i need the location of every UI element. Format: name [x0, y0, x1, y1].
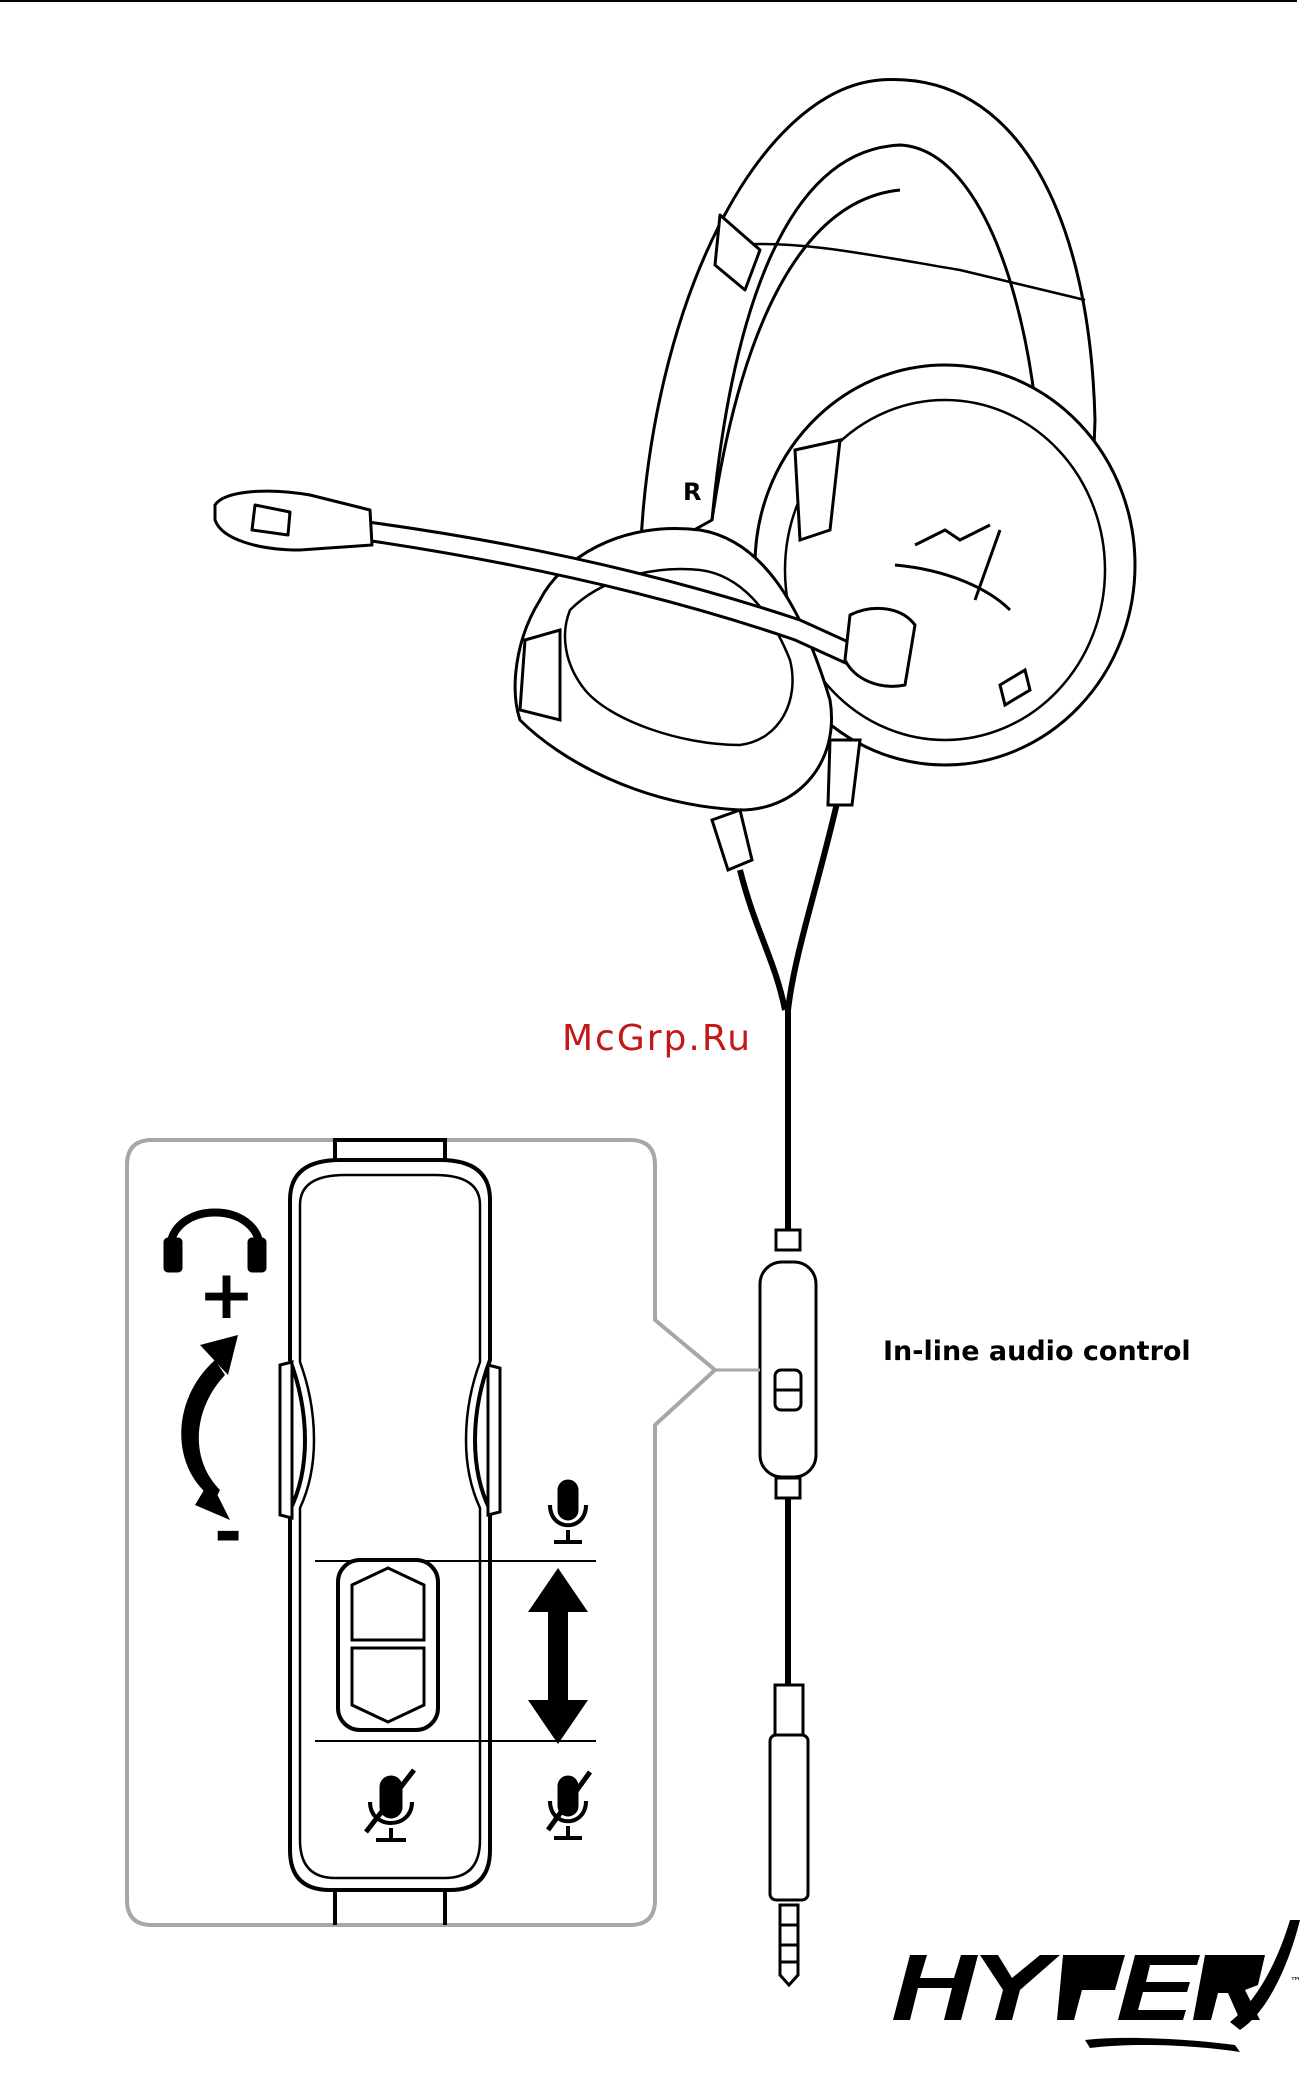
trademark-symbol: ™ — [1290, 1975, 1301, 1988]
watermark: McGrp.Ru — [562, 1018, 752, 1059]
audio-plug — [770, 1685, 808, 1985]
hyperx-logo — [893, 1920, 1300, 2052]
ear-side-label: R — [683, 478, 701, 506]
volume-plus-label: + — [198, 1256, 255, 1335]
mute-switch — [338, 1560, 438, 1730]
callout-label: In-line audio control — [883, 1336, 1191, 1367]
inline-control-small — [760, 1230, 816, 1498]
